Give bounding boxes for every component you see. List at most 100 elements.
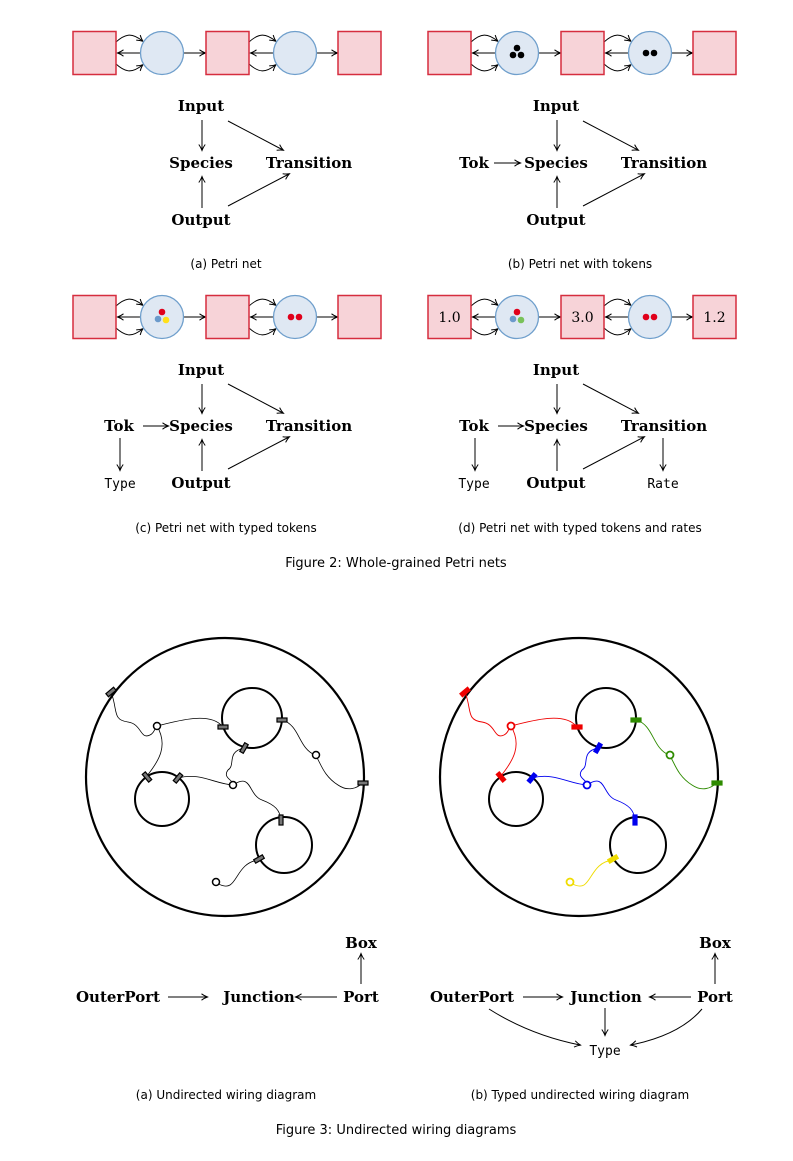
arc-input [248,63,276,72]
petri-net-b [427,30,737,76]
wire [281,719,363,790]
schema-d: Input Tok Species Transition Output Type… [458,361,707,492]
caption-2c: (c) Petri net with typed tokens [135,521,317,535]
schema-d-output: Output [526,474,585,492]
arc-input [470,34,498,43]
wire-red [499,725,517,778]
arc-input [248,34,276,43]
transition [205,30,250,76]
place [494,30,540,76]
inner-box [221,687,283,749]
junction-green [665,750,675,760]
junction [228,780,238,790]
transition-rate: 1.2 [703,310,725,326]
arc-input [603,34,631,43]
token [509,315,517,323]
place [139,30,185,76]
schema-outerport: OuterPort [76,988,160,1006]
transition [427,30,472,76]
token [154,315,162,323]
token [509,51,517,59]
junction [311,750,321,760]
port-blue [632,814,638,826]
wire [110,691,158,737]
wire-yellow [569,859,614,887]
arc-input [470,63,498,72]
arrow-output-transition [582,437,644,470]
wire [215,859,260,887]
outer-port [357,780,369,786]
wire [232,780,282,821]
port-blue [526,772,538,784]
schema-c-input: Input [178,361,224,379]
caption-2b: (b) Petri net with tokens [507,257,653,271]
arc-input [115,327,143,336]
port-red [495,771,507,783]
arc-input [470,327,498,336]
schema-b: Input Tok Species Transition Output [459,97,707,229]
place [494,294,540,340]
junction-red [506,721,516,731]
arrow-input-transition [582,120,638,150]
arc-input [115,298,143,307]
wiring-diagram-a [84,636,369,918]
schema-d-tok: Tok [459,417,489,435]
transition-rate: 1.0 [438,310,460,326]
transition [560,294,605,340]
wiring-schema-b: Box OuterPort Junction Port Type [430,934,733,1059]
wire [177,776,234,786]
wire-red [464,691,512,737]
schema-d-species: Species [524,417,588,435]
arrow-input-transition [227,383,283,413]
token [295,313,303,321]
schema-box: Box [345,934,378,952]
schema-box: Box [699,934,732,952]
arrow-port-type [631,1008,703,1045]
port-green [630,717,642,723]
wire-red [510,717,577,727]
wire [225,747,245,786]
figure-2-caption: Figure 2: Whole-grained Petri nets [285,556,507,571]
schema-c: Input Tok Species Transition Output Type [104,361,352,492]
caption-3a: (a) Undirected wiring diagram [135,1088,317,1102]
inner-box [575,687,637,749]
schema-d-transition: Transition [621,417,707,435]
inner-box [255,816,313,874]
port [278,814,284,826]
arc-input [248,298,276,307]
wiring-diagram-b [438,636,723,918]
place [627,294,673,340]
port [238,741,250,755]
arc-input [470,298,498,307]
arrow-output-transition [227,437,289,470]
transition [560,30,605,76]
junction-yellow [565,877,575,887]
schema-d-rate: Rate [647,477,678,492]
arrow-input-transition [227,120,283,150]
arc-input [115,63,143,72]
schema-c-tok: Tok [104,417,134,435]
arrow-output-transition [227,174,289,207]
petri-net-c [72,294,382,340]
arc-input [603,298,631,307]
schema-b-transition: Transition [621,154,707,172]
junctions [152,721,321,887]
port [172,772,184,784]
port [141,771,153,783]
outer-port-green [711,780,723,786]
caption-3b: (b) Typed undirected wiring diagram [470,1088,690,1102]
outer-port-red [459,686,471,698]
token [642,49,650,57]
port [217,724,229,730]
caption-2d: (d) Petri net with typed tokens and rate… [458,521,702,535]
wire-green [635,719,717,790]
inner-box [609,816,667,874]
outer-box [84,636,366,918]
transition [337,30,382,76]
transition [337,294,382,340]
schema-c-species: Species [169,417,233,435]
token [517,316,525,324]
schema-junction: Junction [221,988,295,1006]
outer-box [438,636,720,918]
